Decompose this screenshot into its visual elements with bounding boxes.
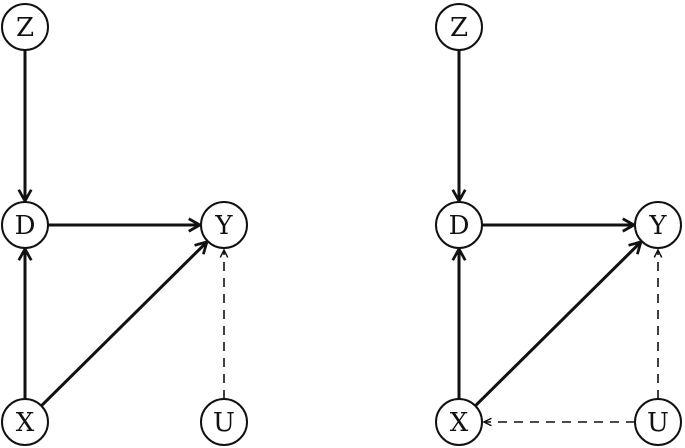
edge-x-to-y-solid <box>474 242 641 407</box>
node-label: U <box>647 408 669 438</box>
node-circle <box>200 201 248 249</box>
node-label: Z <box>16 13 34 43</box>
node-label: D <box>449 211 470 241</box>
node-x: X <box>435 398 483 446</box>
node-circle <box>1 201 49 249</box>
node-y: Y <box>634 201 682 249</box>
node-circle <box>200 398 248 446</box>
node-circle <box>634 398 682 446</box>
left-diagram: Z D Y X U <box>1 3 248 446</box>
node-d: D <box>435 201 483 249</box>
node-label: Y <box>648 211 667 241</box>
node-z: Z <box>435 3 483 51</box>
node-label: Y <box>214 211 233 241</box>
edge-x-to-y-solid <box>40 242 207 407</box>
node-label: X <box>16 408 35 438</box>
node-label: D <box>15 211 36 241</box>
node-u: U <box>634 398 682 446</box>
node-circle <box>1 3 49 51</box>
node-circle <box>435 3 483 51</box>
node-y: Y <box>200 201 248 249</box>
node-d: D <box>1 201 49 249</box>
node-x: X <box>1 398 49 446</box>
node-u: U <box>200 398 248 446</box>
node-circle <box>1 398 49 446</box>
node-z: Z <box>1 3 49 51</box>
node-label: Z <box>450 13 468 43</box>
node-label: U <box>213 408 235 438</box>
node-circle <box>634 201 682 249</box>
node-circle <box>435 201 483 249</box>
node-label: X <box>450 408 469 438</box>
right-diagram: Z D Y X U <box>435 3 682 446</box>
node-circle <box>435 398 483 446</box>
